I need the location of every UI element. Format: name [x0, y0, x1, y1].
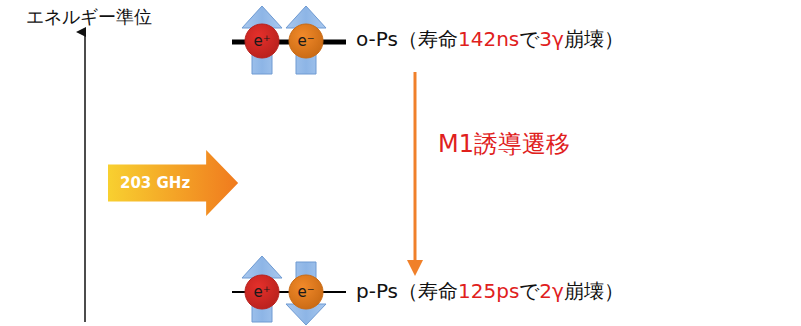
lifetime-value: 142ns	[458, 27, 519, 51]
axis-label: エネルギー準位	[26, 5, 152, 29]
transition-label: M1誘導遷移	[438, 128, 570, 160]
lifetime-value: 125ps	[458, 279, 519, 303]
energy-axis	[84, 32, 86, 322]
state-label: o-Ps（寿命	[356, 26, 458, 53]
particle-label: e⁻	[297, 32, 314, 50]
positron-circle: e⁺	[244, 23, 280, 59]
state-label: で	[519, 278, 539, 305]
pps-text-row: p-Ps（寿命125psで2γ崩壊）	[356, 278, 624, 305]
decay-mode: 3γ	[539, 27, 564, 51]
decay-mode: 2γ	[539, 279, 564, 303]
state-label: で	[519, 26, 539, 53]
state-label: 崩壊）	[564, 278, 624, 305]
particle-label: e⁻	[297, 283, 314, 301]
state-label: p-Ps（寿命	[356, 278, 458, 305]
state-label: 崩壊）	[564, 26, 624, 53]
electron-circle: e⁻	[288, 23, 324, 59]
ops-text-row: o-Ps（寿命142nsで3γ崩壊）	[356, 26, 624, 53]
transition-arrow	[414, 72, 417, 262]
spin-up-arrow	[242, 256, 282, 322]
spin-up-arrow	[242, 6, 282, 74]
particle-label: e⁺	[253, 32, 270, 50]
axis-text-row: エネルギー準位	[26, 5, 152, 29]
spin-up-arrow	[286, 6, 326, 74]
transition-arrowhead	[407, 260, 423, 276]
particle-label: e⁺	[253, 283, 270, 301]
frequency-label: 203 GHz	[120, 174, 190, 192]
m1-text-row: M1誘導遷移	[438, 128, 570, 160]
frequency-arrow: 203 GHz	[108, 150, 238, 216]
positron-circle: e⁺	[244, 274, 280, 310]
electron-circle: e⁻	[288, 274, 324, 310]
spin-down-arrow	[286, 262, 326, 325]
